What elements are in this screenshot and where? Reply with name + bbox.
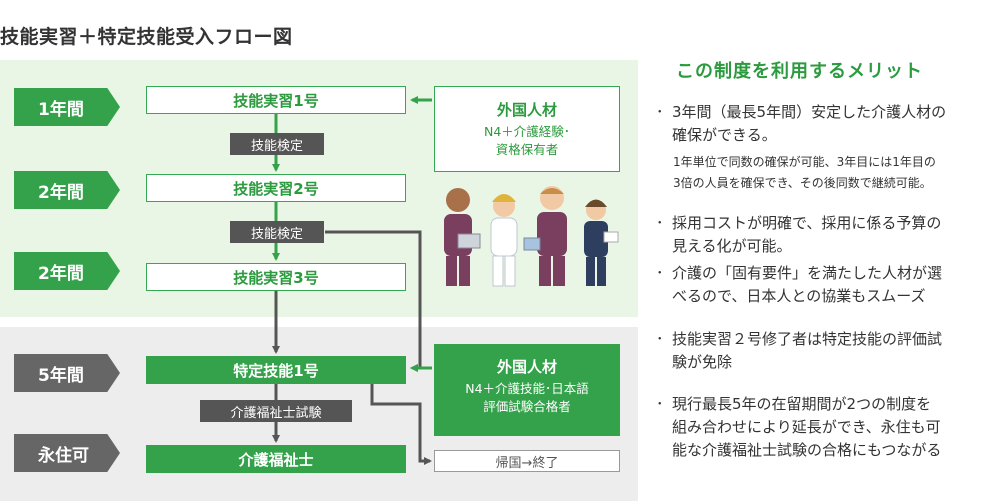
box-care-worker: 介護福祉士 <box>146 445 406 473</box>
bullet-dot: ･ <box>656 330 664 348</box>
year-label-2a: 2年間 <box>14 171 120 209</box>
caregiver-figure-2 <box>490 194 518 287</box>
bullet-dot: ･ <box>656 395 664 413</box>
connector-ss1-return <box>370 384 432 465</box>
connector-exam-ss1 <box>325 230 422 372</box>
merit-item-1: ･ 3年間（最長5年間）安定した介護人材の 確保ができる。 <box>656 101 996 147</box>
year-label-5: 5年間 <box>14 354 120 392</box>
exam-skill-test-1: 技能検定 <box>230 133 324 155</box>
foreign-talent-specified-box: 外国人材 N4＋介護技能･日本語 評価試験合格者 <box>434 344 620 436</box>
bullet-dot: ･ <box>656 214 664 232</box>
bullet-dot: ･ <box>656 103 664 121</box>
box-technical-training-1: 技能実習1号 <box>146 86 406 114</box>
merit-2-line-b: 見える化が可能。 <box>672 237 792 255</box>
merit-title: この制度を利用するメリット <box>676 61 923 82</box>
caregiver-figure-1 <box>444 188 481 286</box>
merit-4-line-b: 験が免除 <box>672 353 733 371</box>
merit-2-line-a: 採用コストが明確で、採用に係る予算の <box>672 214 942 232</box>
merit-5-line-a: 現行最長5年の在留期間が2つの制度を <box>672 395 932 413</box>
merit-3-line-b: べるので、日本人との協業もスムーズ <box>672 287 926 305</box>
caregiver-figure-3 <box>523 186 567 286</box>
foreign-talent-sub-2b: 評価試験合格者 <box>483 399 571 414</box>
bullet-dot: ･ <box>656 264 664 282</box>
merit-1-line-b: 確保ができる。 <box>672 126 777 144</box>
merit-note-line-a: 1年単位で同数の確保が可能、3年目には1年目の <box>673 155 936 169</box>
permanent-label: 永住可 <box>14 434 120 472</box>
box-technical-training-3: 技能実習3号 <box>146 263 406 291</box>
box-technical-training-2: 技能実習2号 <box>146 174 406 202</box>
caregivers-illustration <box>444 186 619 287</box>
year-label-2b: 2年間 <box>14 252 120 290</box>
merit-note-line-b: 3倍の人員を確保でき、その後同数で継続可能。 <box>673 176 932 190</box>
merit-item-3: ･ 介護の「固有要件」を満たした人材が選 べるので、日本人との協業もスムーズ <box>656 262 996 308</box>
caregiver-figure-4 <box>584 199 619 286</box>
merit-item-4: ･ 技能実習２号修了者は特定技能の評価試 験が免除 <box>656 328 996 374</box>
merit-1-line-a: 3年間（最長5年間）安定した介護人材の <box>672 103 947 121</box>
merit-note-1: 1年単位で同数の確保が可能、3年目には1年目の 3倍の人員を確保でき、その後同数… <box>673 152 993 194</box>
box-specified-skill-1: 特定技能1号 <box>146 356 406 384</box>
merit-item-5: ･ 現行最長5年の在留期間が2つの制度を 組み合わせにより延長ができ、永住も可 … <box>656 393 996 462</box>
foreign-talent-sub-1b: 資格保有者 <box>495 142 559 157</box>
exam-care-worker: 介護福祉士試験 <box>200 400 352 422</box>
merit-4-line-a: 技能実習２号修了者は特定技能の評価試 <box>672 330 943 348</box>
page-title: 技能実習＋特定技能受入フロー図 <box>0 26 293 48</box>
foreign-talent-sub-2a: N4＋介護技能･日本語 <box>465 381 589 396</box>
merit-item-2: ･ 採用コストが明確で、採用に係る予算の 見える化が可能。 <box>656 212 996 258</box>
year-label-1: 1年間 <box>14 88 120 126</box>
merit-5-line-c: 能な介護福祉士試験の合格にもつながる <box>672 441 942 459</box>
foreign-talent-title-1: 外国人材 <box>496 101 557 119</box>
merit-5-line-b: 組み合わせにより延長ができ、永住も可 <box>672 418 941 436</box>
foreign-talent-title-2: 外国人材 <box>496 358 557 376</box>
foreign-talent-training-box: 外国人材 N4＋介護経験･ 資格保有者 <box>434 86 620 172</box>
box-return-home: 帰国→終了 <box>434 450 620 472</box>
exam-skill-test-2: 技能検定 <box>230 221 324 243</box>
merit-3-line-a: 介護の「固有要件」を満たした人材が選 <box>672 264 943 282</box>
foreign-talent-sub-1a: N4＋介護経験･ <box>483 124 571 139</box>
